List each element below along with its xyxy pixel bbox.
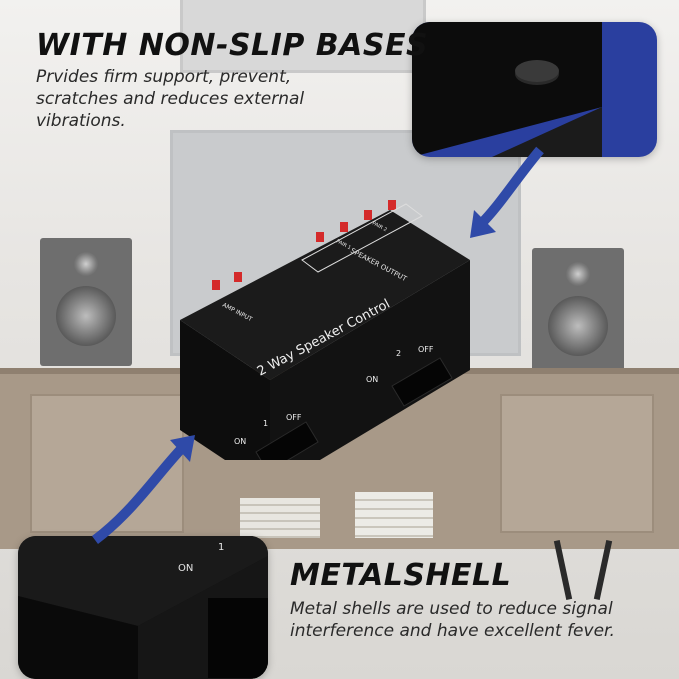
metal-shell-detail: ON 1: [18, 536, 268, 679]
rocker-switch-2[interactable]: [391, 357, 453, 407]
book-stack: [240, 498, 320, 538]
wall-art: [180, 0, 426, 73]
cabinet-leg: [593, 540, 613, 600]
switch-2-on: ON: [366, 375, 378, 384]
speaker-woofer: [548, 296, 608, 356]
book-stack: [355, 492, 433, 538]
speaker-output-terminals: [316, 200, 396, 242]
speaker-tweeter: [74, 252, 98, 276]
terminal: [212, 280, 220, 290]
closeup-1-label: 1: [218, 542, 224, 553]
rocker-switch-1[interactable]: [255, 421, 319, 460]
feature-desc-bottom: Metal shells are used to reduce signal i…: [290, 599, 615, 641]
speaker-switch-device: SPEAKER OUTPUT AMP INPUT PAIR 1 PAIR 2 2…: [180, 200, 470, 460]
terminal: [316, 232, 324, 242]
switch-1-number: 1: [263, 419, 268, 428]
speaker-woofer: [56, 286, 116, 346]
feature-title-bottom: METALSHELL: [290, 558, 512, 593]
feature-desc-top: Prvides firm support, prevent, scratches…: [36, 67, 305, 131]
non-slip-base-detail: [412, 22, 657, 157]
switch-2-number: 2: [396, 349, 401, 358]
amp-input-terminals: [212, 272, 242, 290]
left-bookshelf-speaker: [40, 238, 132, 366]
cabinet-door: [500, 394, 654, 533]
terminal: [388, 200, 396, 210]
base-closeup: [412, 22, 602, 157]
terminal: [340, 222, 348, 232]
right-bookshelf-speaker: [532, 248, 624, 376]
switch-1-off: OFF: [286, 413, 302, 422]
switch-1-on: ON: [234, 437, 246, 446]
terminal: [364, 210, 372, 220]
feature-title-top: WITH NON-SLIP BASES: [36, 28, 429, 63]
switch-2-off: OFF: [418, 345, 434, 354]
switch-closeup: [208, 598, 268, 678]
speaker-tweeter: [566, 262, 590, 286]
cabinet-leg: [553, 540, 573, 600]
closeup-on-label: ON: [178, 563, 193, 574]
shell-closeup: ON 1: [18, 536, 268, 679]
terminal: [234, 272, 242, 282]
